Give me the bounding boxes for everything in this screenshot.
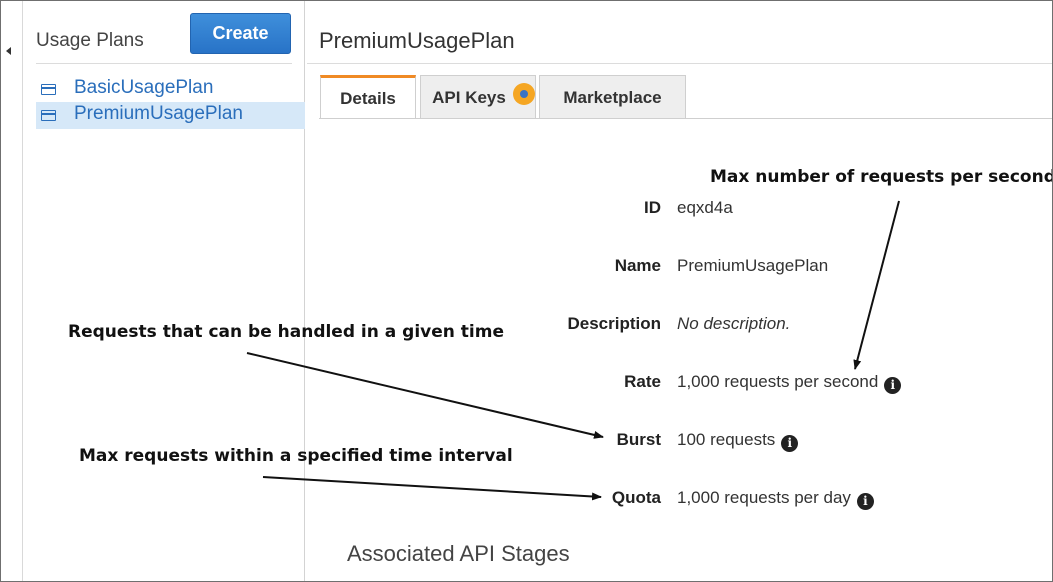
description-value: No description.: [677, 314, 791, 333]
info-circle-icon[interactable]: i: [856, 493, 874, 510]
burst-annotation-arrow: [246, 352, 604, 439]
associated-api-stages-heading: Associated API Stages: [347, 541, 570, 566]
sidebar-divider: [36, 63, 292, 64]
quota-annotation-arrow: [262, 476, 602, 501]
rate-field: 1,000 requests per second i: [677, 372, 902, 394]
sidebar-item-label: PremiumUsagePlan: [74, 103, 243, 124]
tab-details[interactable]: Details: [320, 75, 416, 119]
usage-plans-sidebar: Usage Plans Create BasicUsagePlan Premiu…: [24, 1, 305, 581]
burst-label: Burst: [616, 430, 661, 449]
id-value: eqxd4a: [677, 198, 733, 217]
usage-plan-icon: [41, 110, 56, 121]
header-divider: [307, 63, 1052, 64]
tab-content-divider: [319, 118, 1052, 119]
id-label: ID: [644, 198, 661, 217]
create-button[interactable]: Create: [190, 13, 291, 54]
rate-label: Rate: [624, 372, 661, 391]
rate-annotation-arrow: [853, 200, 900, 370]
name-value: PremiumUsagePlan: [677, 256, 829, 275]
burst-value: 100 requests: [677, 430, 776, 449]
info-circle-icon[interactable]: i: [884, 377, 902, 394]
name-label: Name: [614, 256, 661, 275]
quota-value: 1,000 requests per day: [677, 488, 851, 507]
notification-badge-icon: [513, 83, 535, 105]
sidebar-item-basic-usage-plan[interactable]: BasicUsagePlan: [36, 76, 305, 103]
sidebar-item-label: BasicUsagePlan: [74, 77, 214, 98]
quota-field: 1,000 requests per day i: [677, 488, 874, 510]
usage-plan-icon: [41, 84, 56, 95]
quota-label: Quota: [611, 488, 661, 507]
rate-value: 1,000 requests per second: [677, 372, 879, 391]
collapse-left-icon: [6, 47, 11, 55]
burst-field: 100 requests i: [677, 430, 799, 452]
sidebar-collapse-toggle[interactable]: [1, 1, 23, 581]
burst-annotation: Requests that can be handled in a given …: [68, 322, 504, 342]
sidebar-title: Usage Plans: [36, 30, 144, 51]
info-circle-icon[interactable]: i: [781, 435, 799, 452]
description-label: Description: [567, 314, 661, 333]
sidebar-item-premium-usage-plan[interactable]: PremiumUsagePlan: [36, 102, 305, 129]
page-title: PremiumUsagePlan: [319, 28, 515, 53]
rate-annotation: Max number of requests per second: [710, 167, 1053, 187]
quota-annotation: Max requests within a specified time int…: [79, 446, 513, 466]
tab-marketplace[interactable]: Marketplace: [539, 75, 686, 119]
